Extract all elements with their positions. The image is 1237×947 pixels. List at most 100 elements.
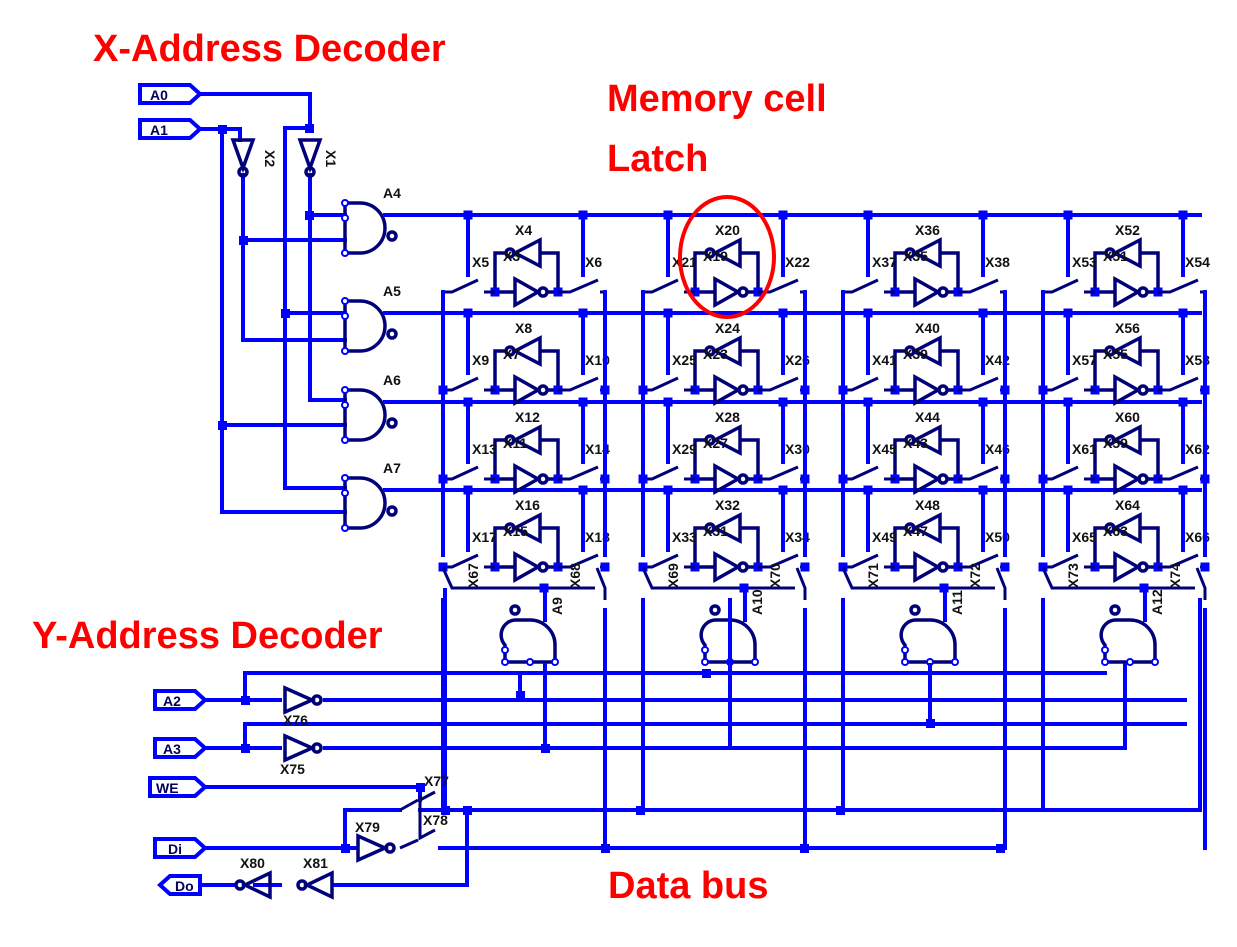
nand-bubble xyxy=(709,604,721,616)
access-switch-left-label: X61 xyxy=(1072,441,1097,457)
inverter-bubble xyxy=(737,286,749,298)
junction-dot xyxy=(1038,562,1048,572)
forward-inverter-label: X23 xyxy=(703,346,728,362)
x-address-decoder-title: X-Address Decoder xyxy=(93,28,446,70)
nand-bubble xyxy=(386,230,398,242)
access-switch xyxy=(958,465,999,481)
x-decoder-junctions xyxy=(218,124,314,430)
inverter-bubble xyxy=(704,522,716,534)
access-switch xyxy=(1158,553,1199,569)
inverter-body xyxy=(911,512,942,544)
access-switch xyxy=(758,376,799,392)
port-di: Di xyxy=(153,837,208,859)
nand-gate-a9: A9 xyxy=(499,586,565,666)
inverter-body xyxy=(511,335,542,367)
junction-dot xyxy=(1000,562,1010,572)
latch-wire xyxy=(740,349,760,390)
junction-dot xyxy=(838,562,848,572)
access-switch xyxy=(445,278,479,294)
access-switch-left-label: X53 xyxy=(1072,254,1097,270)
column-switch-left-label: X73 xyxy=(1065,563,1081,588)
inverter-bubble xyxy=(1137,473,1149,485)
port-a0-label: A0 xyxy=(150,87,168,103)
column-switch xyxy=(595,567,607,600)
access-switch-right-label: X6 xyxy=(585,254,602,270)
inverter-bubble xyxy=(1137,384,1149,396)
feedback-inverter-label: X32 xyxy=(715,497,740,513)
inverter-bubble xyxy=(704,345,716,357)
buffer-x80: X80 xyxy=(234,855,272,900)
junction-dot xyxy=(1178,397,1188,407)
inverter-body xyxy=(511,512,542,544)
latch-wire xyxy=(693,251,705,292)
buffer-x81: X81 xyxy=(296,855,334,900)
pin xyxy=(341,347,349,355)
pin xyxy=(341,199,349,207)
junction-dot xyxy=(800,562,810,572)
nand-gate-a4: A4 xyxy=(341,185,1202,257)
pin xyxy=(341,249,349,257)
latch-wire xyxy=(940,526,960,567)
nand-bubble xyxy=(386,505,398,517)
inverter-body xyxy=(513,276,542,308)
nand-gate-label: A5 xyxy=(383,283,401,299)
inverter-bubble xyxy=(537,384,549,396)
pin xyxy=(526,658,534,666)
access-switch xyxy=(958,278,999,294)
junction-dot xyxy=(463,485,473,495)
port-a1: A1 xyxy=(138,118,203,140)
latch-wire xyxy=(940,349,960,390)
latch-wire xyxy=(1140,438,1160,479)
access-switch-left-label: X49 xyxy=(872,529,897,545)
inverter-body xyxy=(911,237,942,269)
access-switch xyxy=(1045,278,1079,294)
pin xyxy=(341,386,349,394)
inverter-bubble xyxy=(704,247,716,259)
inverter-bubble xyxy=(504,345,516,357)
inverter-body xyxy=(911,424,942,456)
nand-body xyxy=(899,618,957,664)
pin xyxy=(341,489,349,497)
latch-wire xyxy=(740,438,760,479)
pin xyxy=(341,436,349,444)
forward-inverter-label: X35 xyxy=(903,248,928,264)
pin xyxy=(951,658,959,666)
inverter-bubble xyxy=(737,473,749,485)
feedback-inverter-label: X64 xyxy=(1115,497,1140,513)
inverter-bubble xyxy=(504,522,516,534)
port-a2-label: A2 xyxy=(163,693,181,709)
y-decoder-wires xyxy=(203,598,1187,750)
pin xyxy=(701,646,709,654)
pin xyxy=(501,658,509,666)
junction-dot xyxy=(438,562,448,572)
junction-dot xyxy=(578,485,588,495)
pin xyxy=(701,658,709,666)
nand-gate-label: A4 xyxy=(383,185,401,201)
access-switch xyxy=(558,278,599,294)
inverter-body xyxy=(513,551,542,583)
pin xyxy=(1151,658,1159,666)
port-a1-label: A1 xyxy=(150,122,168,138)
nand-bubble xyxy=(509,604,521,616)
junction-dot xyxy=(663,308,673,318)
latch-wire xyxy=(893,349,905,390)
junction-dot xyxy=(1178,308,1188,318)
forward-inverter-label: X11 xyxy=(503,435,527,451)
nand-bubble xyxy=(1109,604,1121,616)
memory-cell-title: Memory cell xyxy=(607,78,827,120)
junction-dot xyxy=(578,397,588,407)
access-switch xyxy=(645,376,679,392)
access-switch xyxy=(958,553,999,569)
forward-inverter-label: X43 xyxy=(903,435,928,451)
feedback-inverter-label: X44 xyxy=(915,409,940,425)
inverter-bubble xyxy=(737,561,749,573)
nand-gate-a12: A12 xyxy=(1099,586,1165,666)
inverter-x76-label: X76 xyxy=(283,712,308,728)
pin xyxy=(751,658,759,666)
port-a0: A0 xyxy=(138,83,203,105)
